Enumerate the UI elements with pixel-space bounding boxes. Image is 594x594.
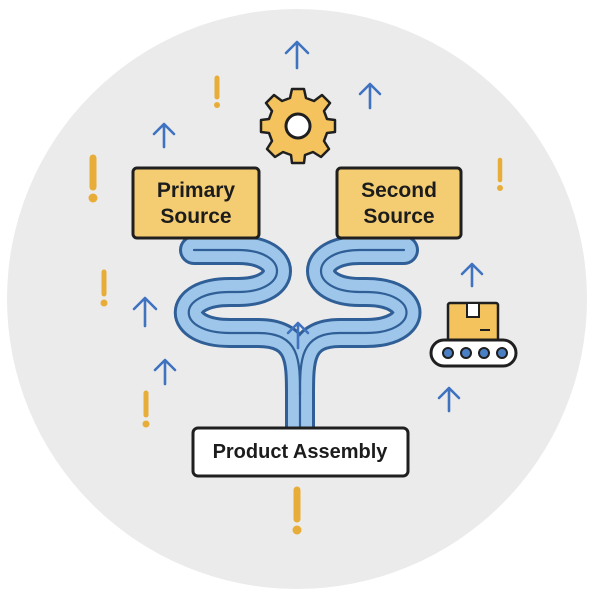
product-assembly-box: Product Assembly xyxy=(191,426,410,478)
second-source-box: Second Source xyxy=(335,166,463,240)
second-source-line1: Second xyxy=(361,179,437,202)
box-on-conveyor-icon xyxy=(429,301,518,368)
primary-source-line2: Source xyxy=(160,205,231,228)
exclamation-marks xyxy=(88,75,503,535)
gear-icon xyxy=(259,87,337,165)
exclamation-icon xyxy=(100,269,108,307)
exclamation-icon xyxy=(88,154,98,203)
primary-source-line1: Primary xyxy=(157,179,236,202)
up-arrow-icon xyxy=(152,122,176,149)
background-circle xyxy=(7,9,587,589)
up-arrow-icon xyxy=(358,82,382,110)
pipe-network xyxy=(173,235,422,445)
product-assembly-label: Product Assembly xyxy=(213,441,389,463)
up-arrows xyxy=(132,40,484,413)
up-arrow-icon xyxy=(153,358,177,386)
up-arrow-icon xyxy=(284,40,310,70)
primary-source-box: Primary Source xyxy=(131,166,261,240)
exclamation-icon xyxy=(292,486,302,535)
up-arrow-icon xyxy=(460,262,484,288)
second-source-line2: Source xyxy=(363,205,434,228)
up-arrow-icon xyxy=(437,386,461,413)
exclamation-icon xyxy=(497,157,503,191)
up-arrow-icon xyxy=(286,321,310,350)
up-arrow-icon xyxy=(132,296,158,328)
exclamation-icon xyxy=(214,75,220,108)
exclamation-icon xyxy=(142,390,150,428)
